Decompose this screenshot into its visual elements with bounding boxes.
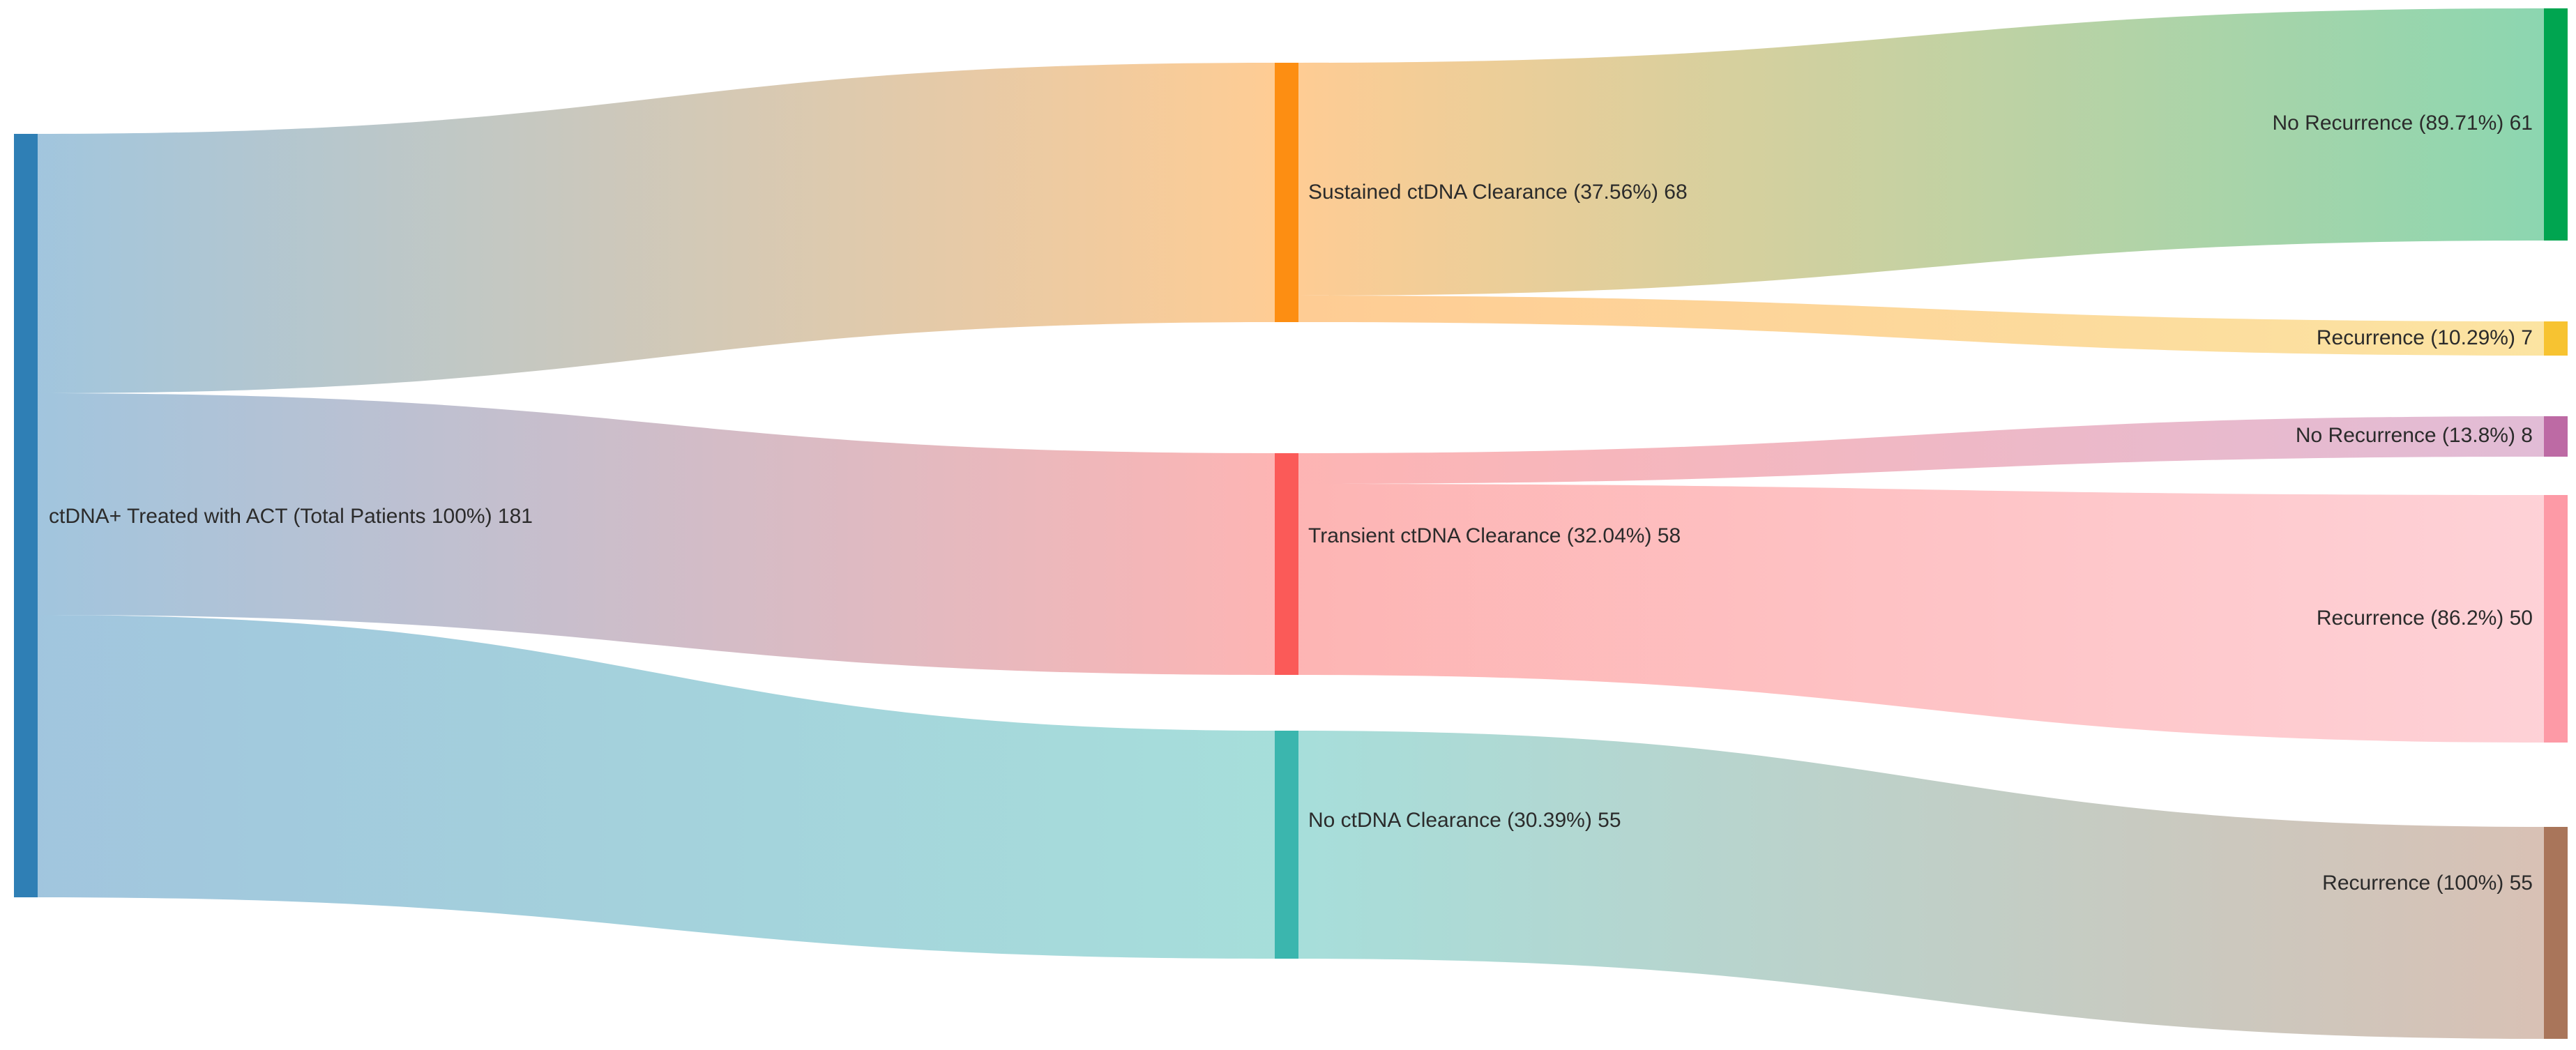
- sankey-node-transient[interactable]: [1275, 453, 1298, 675]
- l-sustained-norec: [1298, 8, 2544, 296]
- sankey-node-sus_norec[interactable]: [2544, 8, 2568, 241]
- node-label-sus-norec: No Recurrence (89.71%) 61: [2272, 112, 2533, 135]
- links-layer: [38, 8, 2544, 1039]
- sankey-node-sustained[interactable]: [1275, 63, 1298, 322]
- node-label-source: ctDNA+ Treated with ACT (Total Patients …: [49, 505, 533, 528]
- sankey-node-tra_norec[interactable]: [2544, 416, 2568, 457]
- l-source-sustained: [38, 63, 1275, 393]
- sankey-node-sus_rec[interactable]: [2544, 321, 2568, 356]
- node-label-tra-norec: No Recurrence (13.8%) 8: [2296, 424, 2533, 447]
- sankey-node-source[interactable]: [14, 134, 38, 897]
- l-sustained-rec: [1298, 296, 2544, 356]
- node-label-noclear: No ctDNA Clearance (30.39%) 55: [1308, 809, 1621, 832]
- sankey-node-tra_rec[interactable]: [2544, 495, 2568, 743]
- sankey-node-noclear[interactable]: [1275, 731, 1298, 959]
- node-label-transient: Transient ctDNA Clearance (32.04%) 58: [1308, 524, 1681, 547]
- node-label-tra-rec: Recurrence (86.2%) 50: [2317, 607, 2533, 630]
- l-source-transient: [38, 393, 1275, 675]
- labels-layer: ctDNA+ Treated with ACT (Total Patients …: [49, 112, 2533, 895]
- nodes-layer: [14, 8, 2568, 1039]
- node-label-no-rec: Recurrence (100%) 55: [2322, 872, 2533, 895]
- l-source-noclear: [38, 615, 1275, 959]
- l-transient-norec: [1298, 416, 2544, 484]
- l-noclear-rec: [1298, 731, 2544, 1039]
- node-label-sustained: Sustained ctDNA Clearance (37.56%) 68: [1308, 181, 1688, 204]
- sankey-node-no_rec[interactable]: [2544, 827, 2568, 1039]
- node-label-sus-rec: Recurrence (10.29%) 7: [2317, 326, 2533, 349]
- l-transient-rec: [1298, 484, 2544, 743]
